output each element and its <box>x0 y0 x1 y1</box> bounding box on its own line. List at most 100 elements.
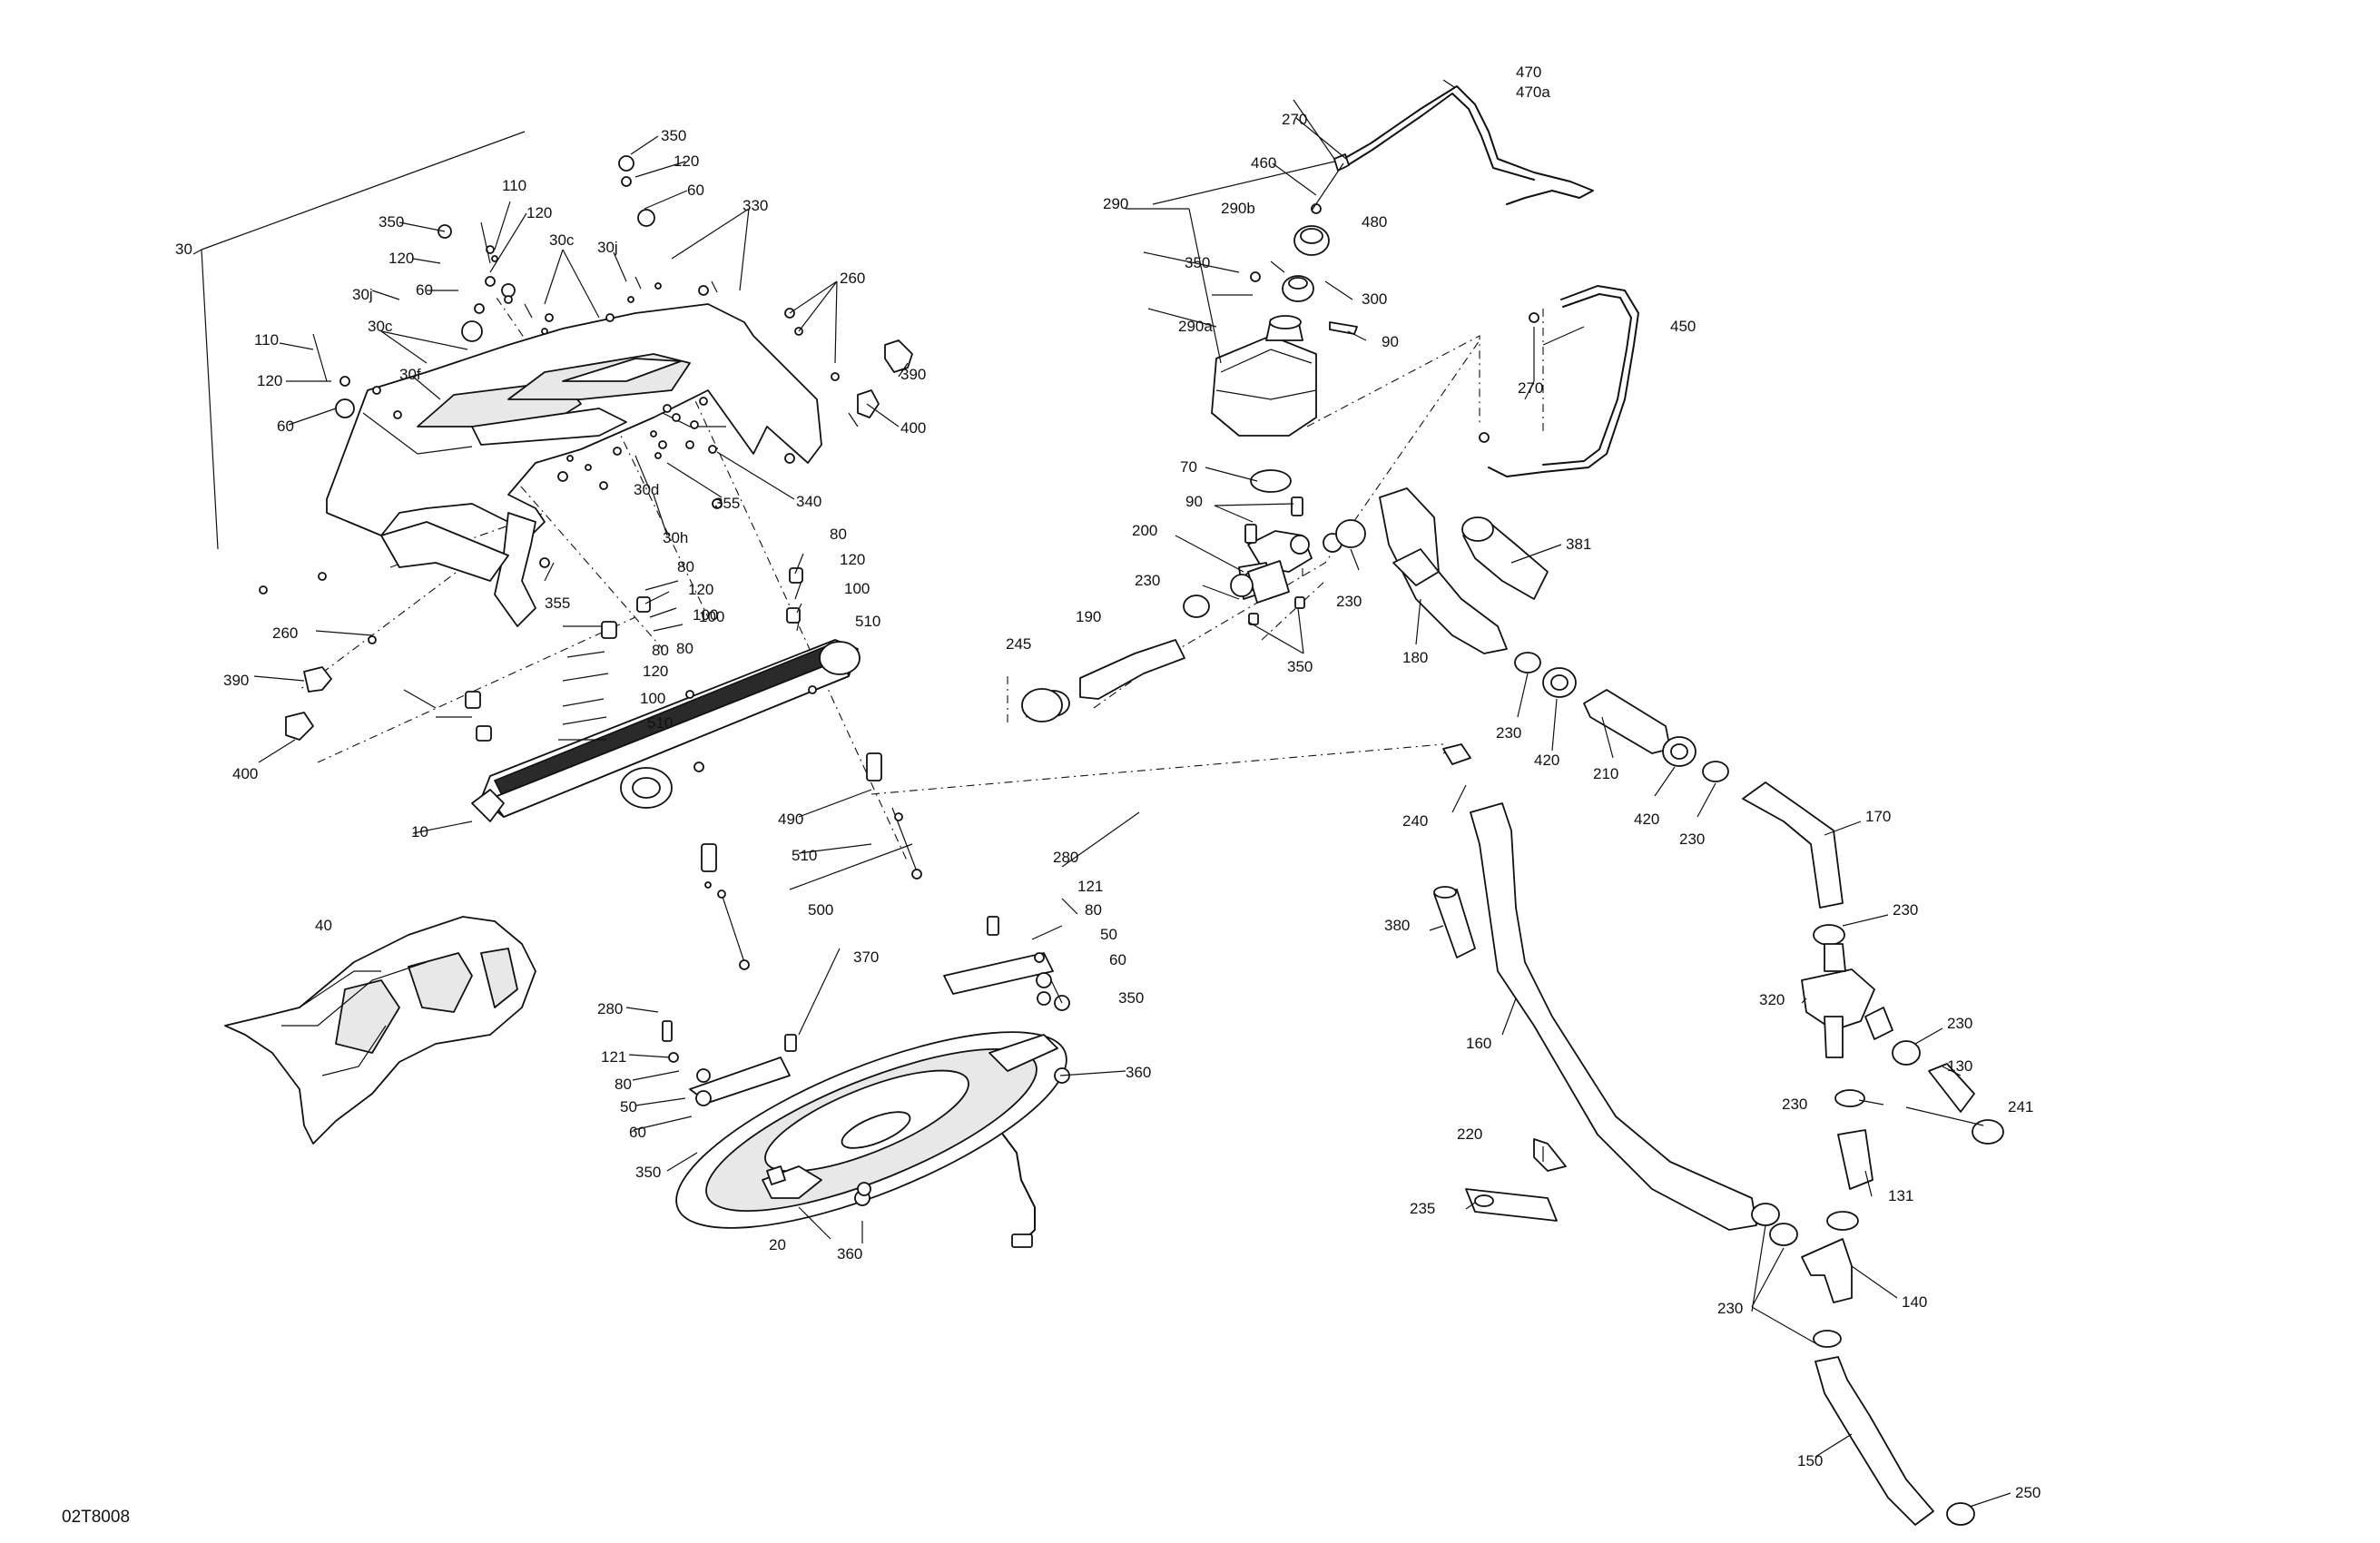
callout-470: 470 <box>1516 64 1541 81</box>
callout-120: 120 <box>526 204 552 221</box>
callout-220: 220 <box>1457 1125 1482 1143</box>
callout-420: 420 <box>1534 752 1559 769</box>
callout-180: 180 <box>1402 649 1428 666</box>
callout-420: 420 <box>1634 811 1659 828</box>
callout-30c: 30c <box>549 231 575 249</box>
coolant-hoses <box>1021 487 2004 1526</box>
callout-350: 350 <box>635 1164 661 1181</box>
callout-10: 10 <box>411 823 428 840</box>
callout-30j: 30j <box>352 286 373 303</box>
callout-30c: 30c <box>368 318 393 335</box>
callout-300: 300 <box>1362 290 1387 308</box>
callout-390: 390 <box>223 672 249 689</box>
callout-140: 140 <box>1902 1293 1927 1311</box>
callout-70: 70 <box>1180 458 1197 476</box>
callout-350: 350 <box>379 213 404 231</box>
callout-100: 100 <box>640 690 665 707</box>
callout-210: 210 <box>1593 765 1618 782</box>
callout-400: 400 <box>900 419 926 437</box>
callout-20: 20 <box>769 1236 786 1253</box>
callout-500: 500 <box>808 901 833 919</box>
callout-340: 340 <box>796 493 821 510</box>
callout-360: 360 <box>837 1245 862 1263</box>
callout-230: 230 <box>1496 724 1521 742</box>
part-40-cover <box>224 916 536 1145</box>
callout-60: 60 <box>416 281 433 299</box>
vent-lines <box>1333 85 1639 477</box>
callout-230: 230 <box>1782 1096 1807 1113</box>
callout-320: 320 <box>1759 991 1785 1008</box>
callout-110: 110 <box>254 331 279 349</box>
callout-330: 330 <box>743 197 768 214</box>
callout-235: 235 <box>1410 1200 1435 1217</box>
callout-120: 120 <box>643 663 668 680</box>
callout-80: 80 <box>677 558 694 575</box>
callout-350: 350 <box>1185 254 1210 271</box>
callout-241: 241 <box>2008 1098 2033 1115</box>
callout-30f: 30f <box>399 366 421 383</box>
callout-90: 90 <box>1185 493 1203 510</box>
callout-250: 250 <box>2015 1484 2041 1501</box>
callout-50: 50 <box>620 1098 637 1115</box>
part-20-fan-assembly <box>662 916 1070 1248</box>
callout-190: 190 <box>1076 608 1101 625</box>
callout-40: 40 <box>315 917 332 934</box>
callout-90: 90 <box>1382 333 1399 350</box>
callout-230: 230 <box>1336 593 1362 610</box>
callout-510: 510 <box>792 847 817 864</box>
callout-230: 230 <box>1135 572 1160 589</box>
callout-80: 80 <box>830 526 847 543</box>
callout-131: 131 <box>1888 1187 1913 1204</box>
callout-510: 510 <box>647 714 673 732</box>
callout-60: 60 <box>1109 951 1126 968</box>
callout-355: 355 <box>714 495 740 512</box>
callout-260: 260 <box>272 624 298 642</box>
callout-110: 110 <box>502 177 526 194</box>
callout-30j: 30j <box>597 239 618 256</box>
callout-230: 230 <box>1893 901 1918 919</box>
callout-450: 450 <box>1670 318 1696 335</box>
callout-490: 490 <box>778 811 803 828</box>
part-10-radiator <box>285 567 922 970</box>
callout-60: 60 <box>687 182 704 199</box>
callout-30d: 30d <box>634 481 659 498</box>
callout-120: 120 <box>257 372 282 389</box>
callout-120: 120 <box>674 152 699 170</box>
callout-50: 50 <box>1100 926 1117 943</box>
callout-460: 460 <box>1251 154 1276 172</box>
callout-120: 120 <box>688 581 713 598</box>
callout-120: 120 <box>388 250 414 267</box>
fastener-cluster-30 <box>259 155 840 644</box>
callout-80: 80 <box>615 1076 632 1093</box>
callout-290: 290 <box>1103 195 1128 212</box>
callout-200: 200 <box>1132 522 1157 539</box>
callout-100: 100 <box>699 608 724 625</box>
callout-350: 350 <box>1118 989 1144 1007</box>
callout-245: 245 <box>1006 635 1031 653</box>
callout-80: 80 <box>652 642 669 659</box>
callout-270: 270 <box>1518 379 1543 397</box>
callout-230: 230 <box>1679 830 1705 848</box>
callout-100: 100 <box>844 580 870 597</box>
callout-360: 360 <box>1126 1064 1151 1081</box>
callout-350: 350 <box>1287 658 1313 675</box>
callout-170: 170 <box>1865 808 1891 825</box>
callout-290b: 290b <box>1221 200 1255 217</box>
callout-100: 100 <box>693 606 718 624</box>
callout-480: 480 <box>1362 213 1387 231</box>
callout-120: 120 <box>840 551 865 568</box>
callout-470a: 470a <box>1516 84 1550 101</box>
callout-510: 510 <box>855 613 880 630</box>
callout-355: 355 <box>545 595 570 612</box>
callout-30h: 30h <box>663 529 688 546</box>
callout-381: 381 <box>1566 536 1591 553</box>
part-30-bracket-assembly <box>201 131 913 644</box>
callout-160: 160 <box>1466 1035 1491 1052</box>
drawing-reference-code: 02T8008 <box>62 1508 130 1527</box>
callout-121: 121 <box>1077 878 1103 895</box>
callout-60: 60 <box>277 418 294 435</box>
leader-lines <box>192 79 2011 1508</box>
callout-400: 400 <box>232 765 258 782</box>
callout-150: 150 <box>1797 1452 1823 1469</box>
